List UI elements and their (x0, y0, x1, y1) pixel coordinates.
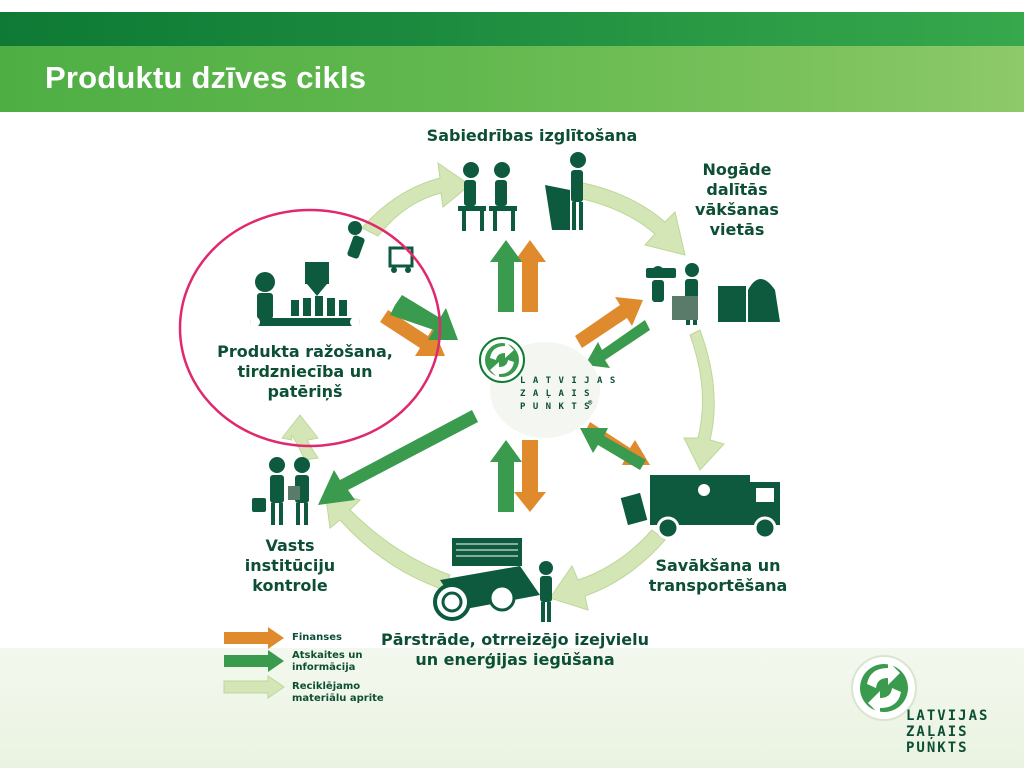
corner-logo-line1: LATVIJAS (906, 708, 990, 724)
cycle-arrow-left (281, 414, 319, 461)
finance-arrows (380, 240, 650, 512)
legend-reports-line1: Atskaites un (292, 650, 363, 661)
label-recycling-line1: Pārstrāde, otrreizējo izejvielu (381, 630, 649, 649)
orange-arrow-down-bottom (514, 440, 546, 512)
center-logo-line2: Z A Ļ A I S (520, 389, 591, 399)
legend-finance-label: Finanses (292, 632, 342, 643)
green-arrow-left-from-delivery (585, 320, 650, 368)
label-production-line3: patēriņš (267, 382, 343, 401)
header-dark-band (0, 12, 1024, 46)
production-icon (250, 221, 414, 327)
label-delivery-line1: Nogāde (702, 160, 772, 179)
label-recycling-line2: un enerģijas iegūšana (415, 650, 615, 669)
highlight-circle (178, 208, 442, 448)
green-arrow-left-from-collection (580, 428, 646, 470)
green-arrow-up-bottom (490, 440, 522, 512)
label-control-line2: institūciju (244, 556, 336, 575)
legend-recyclables-line1: Reciklējamo (292, 681, 361, 692)
label-recycling: Pārstrāde, otrreizējo izejvielu un enerģ… (370, 630, 660, 670)
legend-lightgreen-arrow (223, 675, 285, 699)
corner-logo-line2: ZAĻAIS (906, 724, 969, 740)
recycling-machine-icon (433, 538, 553, 622)
green-arrow-up-top (490, 240, 522, 312)
corner-logo-line3: PUNKTS (906, 740, 969, 756)
cycle-arrow-top-left (361, 161, 471, 237)
green-arrow-to-control (318, 410, 478, 505)
label-control: Vasts institūciju kontrole (230, 536, 350, 596)
label-education: Sabiedrības izglītošana (420, 126, 644, 146)
label-control-line3: kontrole (252, 576, 328, 595)
control-icon (252, 457, 310, 525)
label-collection: Savākšana un transportēšana (640, 556, 796, 596)
label-production-line1: Produkta ražošana, (217, 342, 393, 361)
orange-arrow-left-in (380, 310, 445, 356)
center-logo-line3: P U N K T S (520, 402, 591, 412)
legend-green-arrow (224, 650, 284, 672)
legend-finance: Finanses (292, 632, 342, 644)
education-icon (458, 152, 586, 231)
delivery-icon (646, 263, 780, 325)
legend-reports: Atskaites un informācija (292, 650, 363, 674)
cycle-arrow-top-right (577, 181, 686, 256)
label-delivery: Nogāde dalītās vākšanas vietās (682, 160, 792, 240)
label-delivery-line3: vākšanas (695, 200, 779, 219)
center-logo-bg (479, 337, 600, 438)
label-delivery-line2: dalītās (706, 180, 768, 199)
bottom-band (0, 648, 1024, 768)
label-education-text: Sabiedrības izglītošana (426, 126, 638, 145)
orange-arrow-right-out (575, 297, 643, 348)
center-logo-registered: ® (588, 399, 593, 407)
legend-recyclables: Reciklējamo materiālu aprite (292, 681, 384, 705)
center-logo-line1: L A T V I J A S (520, 376, 617, 386)
label-control-line1: Vasts (265, 536, 315, 555)
collection-truck-icon (620, 475, 780, 540)
page-title: Produktu dzīves cikls (45, 60, 367, 95)
label-collection-line2: transportēšana (648, 576, 788, 595)
legend-recyclables-line2: materiālu aprite (292, 693, 384, 704)
orange-arrow-up-top (514, 240, 546, 312)
cycle-arrow-bottom-right (549, 529, 666, 611)
header-band (0, 46, 1024, 112)
label-production-line2: tirdzniecība un (237, 362, 373, 381)
legend-reports-line2: informācija (292, 662, 356, 673)
corner-logo-icon (851, 655, 917, 721)
label-production: Produkta ražošana, tirdzniecība un patēr… (210, 342, 400, 402)
legend-orange-arrow (224, 627, 284, 649)
label-delivery-line4: vietās (709, 220, 765, 239)
cycle-arrow-right (683, 329, 725, 471)
label-collection-line1: Savākšana un (655, 556, 781, 575)
legend-arrows (223, 627, 285, 699)
